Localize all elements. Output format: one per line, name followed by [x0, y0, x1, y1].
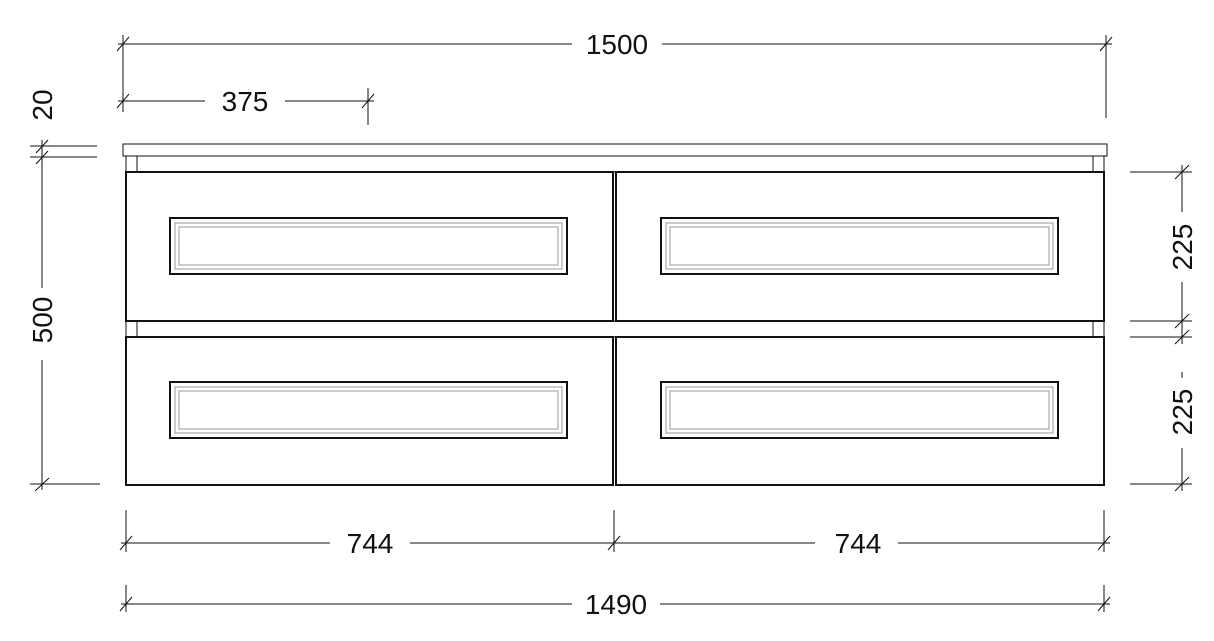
drawer-bottom-right: [615, 336, 1105, 486]
benchtop: [122, 143, 1108, 157]
dimension-overall-cabinet-width: 1490: [119, 585, 1111, 620]
dimension-label-744-right: 744: [835, 528, 882, 559]
drawer-top-left: [125, 171, 614, 322]
dimension-drawer-heights: 225 225: [1130, 164, 1198, 492]
dimension-benchtop-thickness: 20: [27, 89, 97, 165]
drawer-top-right: [615, 171, 1105, 322]
dimension-label-375: 375: [222, 86, 269, 117]
dimension-top-offset: 375: [116, 86, 375, 125]
dimension-overall-top-width: 1500: [116, 29, 1113, 118]
top-rail: [125, 155, 1105, 173]
dimension-label-500: 500: [27, 297, 58, 344]
dimension-label-1490: 1490: [585, 589, 647, 620]
drawer-bottom-left: [125, 336, 614, 486]
dimension-label-225-lower: 225: [1167, 389, 1198, 436]
dimension-label-744-left: 744: [347, 528, 394, 559]
middle-rail: [125, 320, 1105, 338]
vanity-cabinet: [122, 143, 1108, 486]
dimension-cabinet-height: 500: [27, 152, 100, 492]
dimension-label-225-upper: 225: [1167, 224, 1198, 271]
dimension-label-20: 20: [27, 89, 58, 120]
dimension-label-1500: 1500: [586, 29, 648, 60]
dimension-drawer-widths: 744 744: [119, 510, 1111, 559]
